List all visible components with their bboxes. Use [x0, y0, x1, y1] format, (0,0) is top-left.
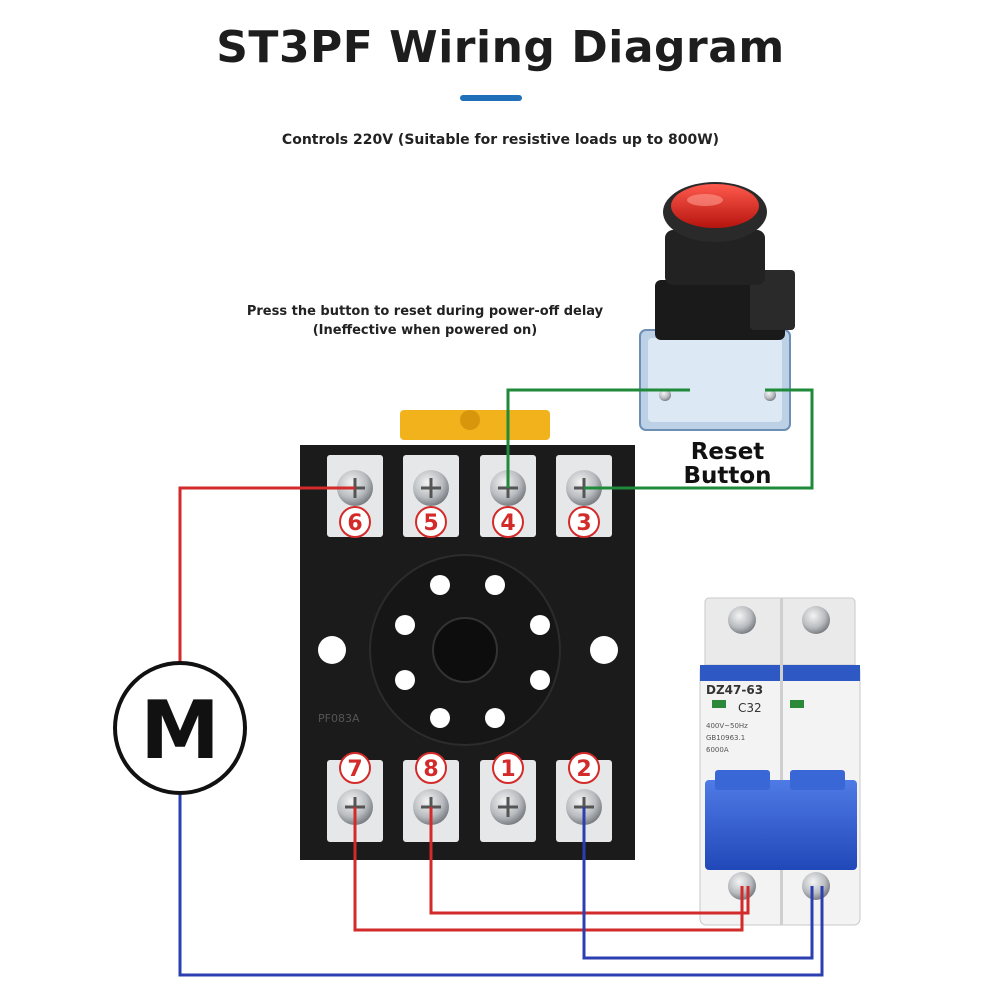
terminal-labels-bottom: 7 8 1 2	[339, 752, 600, 784]
breaker-spec-3: 6000A	[706, 746, 729, 754]
reset-note-line1: Press the button to reset during power-o…	[246, 304, 604, 319]
socket-model-label: PF083A	[318, 712, 360, 725]
wires-red	[178, 486, 750, 932]
reset-button-image	[639, 182, 795, 431]
subtitle: Controls 220V (Suitable for resistive lo…	[281, 132, 720, 148]
breaker-spec-1: 400V~50Hz	[706, 722, 748, 730]
terminal-8-label: 8	[423, 757, 438, 782]
breaker-spec-2: GB10963.1	[706, 734, 745, 742]
terminal-1-label: 1	[500, 757, 515, 782]
terminal-4-label: 4	[500, 511, 515, 536]
breaker-rating: C32	[738, 701, 762, 715]
terminal-7-label: 7	[347, 757, 362, 782]
motor-symbol: M	[113, 661, 247, 795]
breaker-model: DZ47-63	[706, 683, 763, 697]
reset-button-label: Reset Button	[675, 440, 780, 488]
page-title: ST3PF Wiring Diagram	[216, 22, 785, 73]
circuit-breaker: DZ47-63 C32 400V~50Hz GB10963.1 6000A	[699, 597, 861, 926]
terminal-2-label: 2	[576, 757, 591, 782]
reset-note-line2: (Ineffective when powered on)	[312, 323, 538, 338]
terminal-6-label: 6	[347, 511, 362, 536]
motor-label: M	[140, 684, 220, 777]
reset-button-label-line2: Button	[683, 463, 772, 489]
title-underline	[460, 95, 522, 101]
terminal-3-label: 3	[576, 511, 591, 536]
reset-note: Press the button to reset during power-o…	[215, 302, 635, 340]
relay-socket: PF083A	[300, 410, 635, 860]
wires-blue	[178, 795, 824, 977]
terminal-labels-top: 6 5 4 3	[339, 506, 600, 538]
reset-button-label-line1: Reset	[690, 439, 765, 465]
wires-green	[506, 388, 814, 490]
terminal-5-label: 5	[423, 511, 438, 536]
